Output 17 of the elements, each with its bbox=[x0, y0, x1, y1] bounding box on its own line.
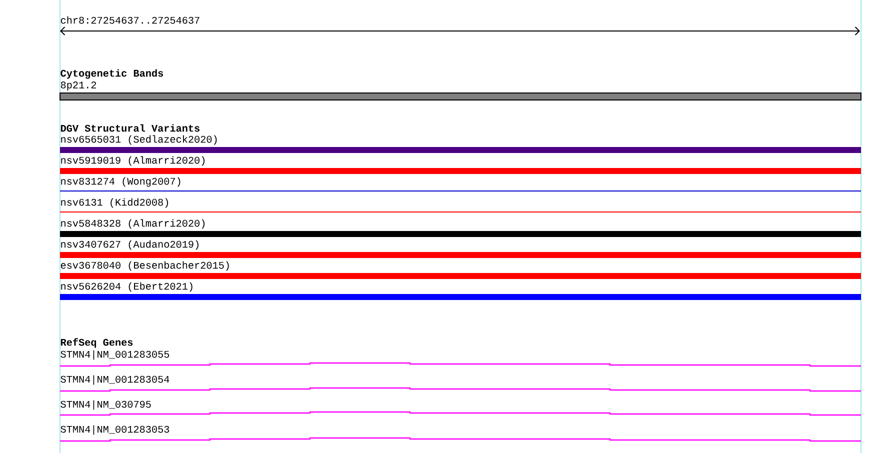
track-title: Cytogenetic Bands bbox=[60, 69, 163, 79]
feature-label: 8p21.2 bbox=[60, 82, 96, 90]
track-title: RefSeq Genes bbox=[60, 338, 133, 348]
feature-label: nsv6565031 (Sedlazeck2020) bbox=[61, 135, 217, 145]
feature-label: nsv3407627 (Audano2019) bbox=[61, 240, 198, 250]
feature-label: nsv6131 (Kidd2008) bbox=[61, 198, 168, 208]
coordinate-label: chr8:27254637..27254637 bbox=[60, 16, 200, 24]
feature-label: nsv831274 (Wong2007) bbox=[61, 177, 180, 187]
feature-label: nsv5919019 (Almarri2020) bbox=[61, 156, 204, 166]
feature-label: STMN4|NM_001283054 bbox=[60, 375, 170, 385]
feature-label: STMN4|NM_030795 bbox=[60, 400, 151, 410]
feature-label: STMN4|NM_001283053 bbox=[60, 425, 170, 435]
feature-label: nsv5626204 (Ebert2021) bbox=[61, 282, 192, 292]
feature-label: STMN4|NM_001283055 bbox=[60, 350, 170, 360]
feature-label: esv3678040 (Besenbacher2015) bbox=[60, 261, 229, 271]
feature-label: nsv5848328 (Almarri2020) bbox=[61, 219, 204, 229]
track-title: DGV Structural Variants bbox=[60, 124, 200, 132]
